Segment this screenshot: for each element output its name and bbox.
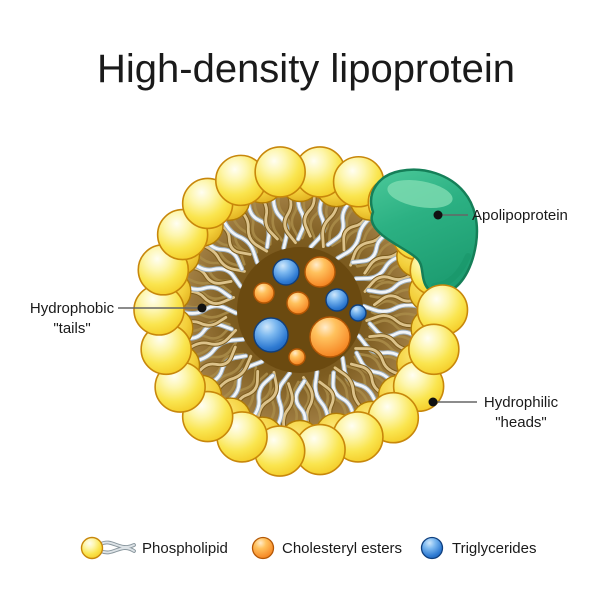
phospholipid-tail-strand (265, 378, 285, 427)
phospholipid-icon-tail (100, 547, 135, 554)
phospholipid-tail-strand (354, 347, 407, 377)
hdl-micelle (133, 146, 462, 477)
phospholipid-tail-strand (194, 345, 237, 379)
diagram-title: High-density lipoprotein (97, 47, 515, 91)
legend-label-phospholipid: Phospholipid (142, 540, 228, 557)
cholesteryl-ester-sphere (288, 348, 306, 366)
phospholipid-tail-strand (219, 213, 259, 264)
legend-item-phospholipid: Phospholipid (80, 536, 228, 560)
phospholipid-tail-strand (356, 352, 400, 381)
phospholipid-tail-strand (265, 193, 284, 242)
triglycerides-icon (420, 536, 444, 560)
cholesteryl-ester-sphere (304, 256, 336, 288)
triglyceride-sphere (253, 317, 289, 353)
annotations (118, 210, 477, 407)
apolipoprotein-label: Apolipoprotein (472, 207, 568, 224)
hydrophilic-heads-label-line1: Hydrophilic (484, 394, 559, 411)
triglyceride-sphere (272, 258, 300, 286)
hydrophilic-heads-label-line2: "heads" (495, 414, 547, 431)
phospholipid-tail-strand (277, 190, 291, 241)
legend: Phospholipid Cholesteryl esters Triglyce… (80, 536, 536, 560)
hydrophobic-leader-dot (197, 303, 207, 313)
hydrophobic-tails-label-line1: Hydrophobic (30, 300, 115, 317)
cholesteryl-ester-sphere (309, 316, 351, 358)
cholesteryl-ester-sphere (286, 291, 310, 315)
apolipoprotein-highlight (387, 179, 453, 209)
triglyceride-sphere (325, 288, 349, 312)
cholesteryl-esters-icon (251, 536, 275, 560)
phospholipid-tail-strand (366, 278, 422, 294)
apolipoprotein-leader-dot (433, 210, 443, 220)
phospholipid-icon-tail (100, 541, 135, 548)
apolipoprotein-blob (370, 168, 479, 295)
phospholipid-tail-strand (256, 371, 278, 429)
legend-label-triglycerides: Triglycerides (452, 540, 536, 557)
phospholipid-head-sphere (254, 146, 306, 198)
ring-front-spheres (408, 284, 469, 376)
phospholipid-tail-strand (362, 303, 426, 313)
legend-item-cholesteryl-esters: Cholesteryl esters (251, 536, 402, 560)
phospholipid-head-sphere (408, 323, 460, 376)
hydrophilic-leader-dot (428, 397, 438, 407)
phospholipid-icon (80, 536, 136, 560)
phospholipid-tail-strand (182, 328, 237, 355)
cholesteryl-ester-sphere (253, 282, 275, 304)
legend-label-cholesteryl-esters: Cholesteryl esters (282, 540, 402, 557)
hydrophobic-tails-label-line2: "tails" (53, 320, 90, 337)
phospholipid-tail-strand (282, 382, 294, 435)
legend-item-triglycerides: Triglycerides (420, 536, 536, 560)
phospholipid-tail-strand (326, 196, 356, 247)
phospholipid-tail-strand (272, 371, 292, 433)
triglyceride-sphere (349, 304, 367, 322)
phospholipid-tail-strand (363, 268, 419, 293)
phospholipid-icon-head (80, 536, 104, 560)
phospholipid-tail-strand (193, 341, 238, 370)
